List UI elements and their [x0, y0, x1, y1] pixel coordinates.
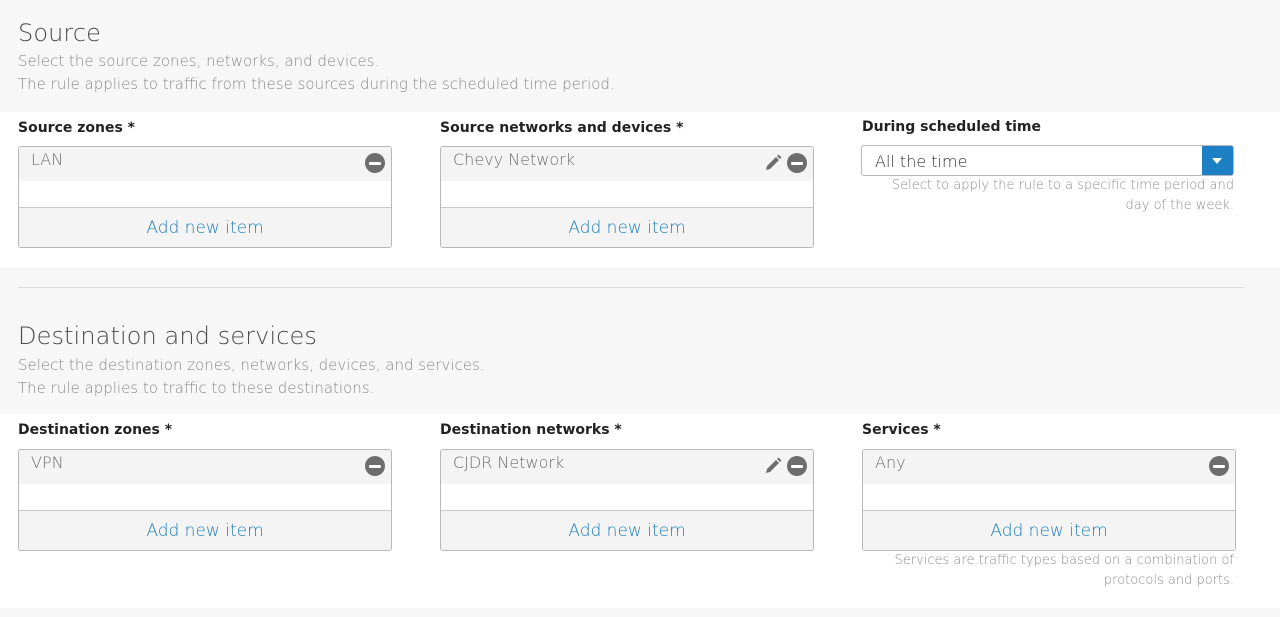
add-new-item-button[interactable]: Add new item	[19, 208, 391, 247]
schedule-selected-value: All the time	[875, 152, 968, 171]
services-hint-line-2: protocols and ports.	[1103, 573, 1234, 588]
destination-desc-2: The rule applies to traffic to these des…	[18, 379, 375, 397]
add-new-item-button[interactable]: Add new item	[19, 511, 391, 550]
services-hint-line-1: Services are traffic types based on a co…	[894, 553, 1234, 568]
add-new-item-button[interactable]: Add new item	[441, 511, 813, 550]
list-empty-area	[441, 181, 813, 208]
list-item: Chevy Network	[441, 147, 813, 181]
services-label: Services *	[862, 422, 941, 438]
destination-zones-label: Destination zones *	[18, 422, 173, 438]
destination-desc-1: Select the destination zones, networks, …	[18, 356, 485, 374]
source-zones-label: Source zones *	[18, 120, 135, 136]
list-item-label: Any	[875, 453, 906, 472]
source-desc-2: The rule applies to traffic from these s…	[18, 75, 615, 93]
section-divider	[18, 287, 1245, 288]
minus-circle-icon[interactable]	[365, 153, 385, 173]
list-item: Any	[863, 450, 1235, 484]
minus-circle-icon[interactable]	[787, 456, 807, 476]
list-item: CJDR Network	[441, 450, 813, 484]
destination-title: Destination and services	[18, 322, 318, 350]
minus-circle-icon[interactable]	[1209, 456, 1229, 476]
add-new-item-button[interactable]: Add new item	[441, 208, 813, 247]
minus-circle-icon[interactable]	[365, 456, 385, 476]
list-item-label: CJDR Network	[453, 453, 565, 472]
schedule-hint: Select to apply the rule to a specific t…	[874, 176, 1234, 216]
schedule-label: During scheduled time	[862, 119, 1041, 135]
list-item-label: VPN	[31, 453, 64, 472]
schedule-select[interactable]: All the time	[861, 145, 1234, 176]
source-desc-1: Select the source zones, networks, and d…	[18, 52, 380, 70]
destination-networks-list: CJDR Network Add new item	[440, 449, 814, 551]
schedule-hint-line-1: Select to apply the rule to a specific t…	[891, 178, 1234, 193]
source-header: Source Select the source zones, networks…	[0, 0, 1280, 112]
services-list: Any Add new item	[862, 449, 1236, 551]
list-item: VPN	[19, 450, 391, 484]
pencil-icon[interactable]	[763, 456, 783, 476]
add-new-item-button[interactable]: Add new item	[863, 511, 1235, 550]
list-item: LAN	[19, 147, 391, 181]
source-title: Source	[18, 19, 102, 47]
list-empty-area	[19, 484, 391, 511]
pencil-icon[interactable]	[763, 153, 783, 173]
destination-zones-list: VPN Add new item	[18, 449, 392, 551]
source-networks-list: Chevy Network Add new item	[440, 146, 814, 248]
list-item-label: Chevy Network	[453, 150, 575, 169]
source-zones-list: LAN Add new item	[18, 146, 392, 248]
list-item-label: LAN	[31, 150, 64, 169]
list-empty-area	[19, 181, 391, 208]
list-empty-area	[441, 484, 813, 511]
schedule-hint-line-2: day of the week.	[1125, 198, 1234, 213]
source-networks-label: Source networks and devices *	[440, 120, 684, 136]
caret-down-icon[interactable]	[1202, 146, 1233, 175]
minus-circle-icon[interactable]	[787, 153, 807, 173]
list-empty-area	[863, 484, 1235, 511]
services-hint: Services are traffic types based on a co…	[874, 551, 1234, 591]
destination-networks-label: Destination networks *	[440, 422, 622, 438]
